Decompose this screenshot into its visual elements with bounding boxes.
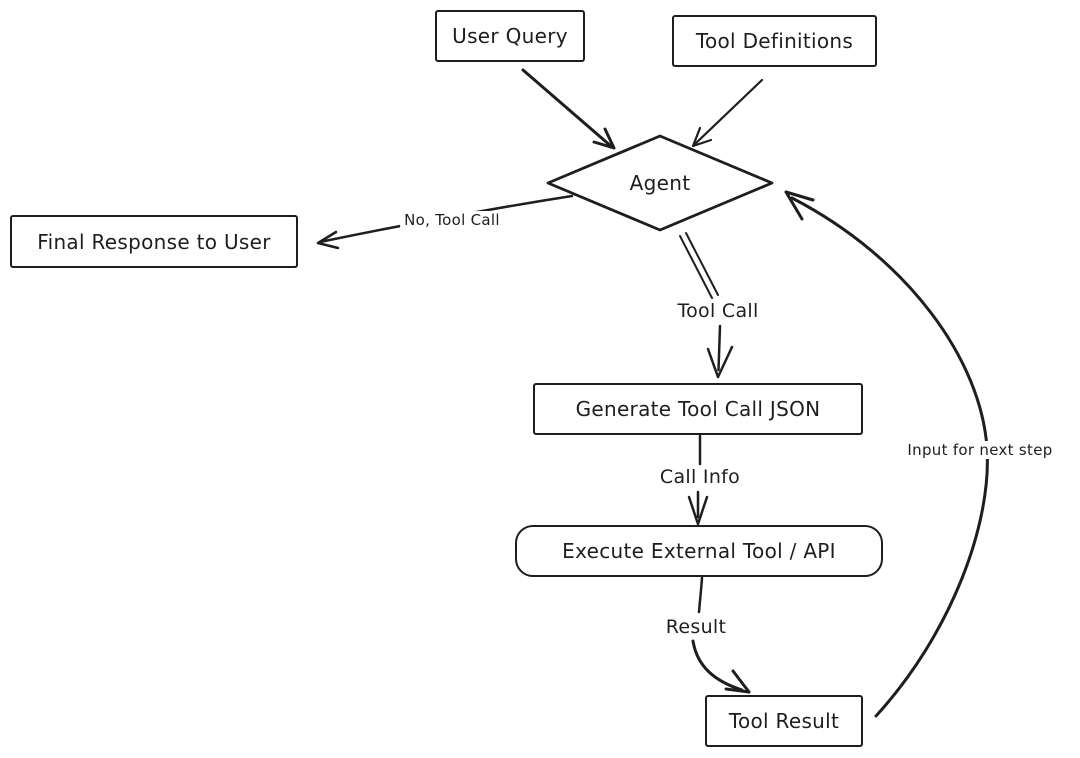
edge-label-call-info: Call Info — [655, 466, 745, 488]
edge-label-no-tool-call: No, Tool Call — [400, 211, 504, 229]
node-execute-external-tool: Execute External Tool / API — [515, 525, 883, 577]
arrow-execute-to-tool-result — [691, 576, 751, 694]
agent-diamond-shape — [546, 134, 774, 232]
edge-label-result: Result — [661, 616, 731, 638]
arrow-generate-json-to-execute — [687, 434, 709, 526]
arrow-agent-to-generate-json — [679, 232, 734, 379]
node-tool-result-label: Tool Result — [728, 709, 840, 733]
node-generate-tool-call-json-label: Generate Tool Call JSON — [575, 397, 821, 421]
node-tool-result: Tool Result — [705, 695, 863, 747]
arrow-tool-definitions-to-agent — [691, 78, 764, 148]
node-generate-tool-call-json: Generate Tool Call JSON — [533, 383, 863, 435]
node-user-query: User Query — [435, 10, 585, 62]
node-tool-definitions: Tool Definitions — [672, 15, 877, 67]
edge-label-input-next-step: Input for next step — [903, 441, 1057, 459]
node-final-response-label: Final Response to User — [37, 229, 271, 254]
arrow-user-query-to-agent — [521, 68, 616, 150]
node-final-response: Final Response to User — [10, 215, 298, 268]
node-user-query-label: User Query — [452, 24, 568, 48]
node-execute-external-tool-label: Execute External Tool / API — [562, 539, 836, 563]
node-tool-definitions-label: Tool Definitions — [695, 29, 854, 53]
edge-label-tool-call: Tool Call — [673, 300, 763, 322]
node-agent-label: Agent — [629, 171, 691, 195]
